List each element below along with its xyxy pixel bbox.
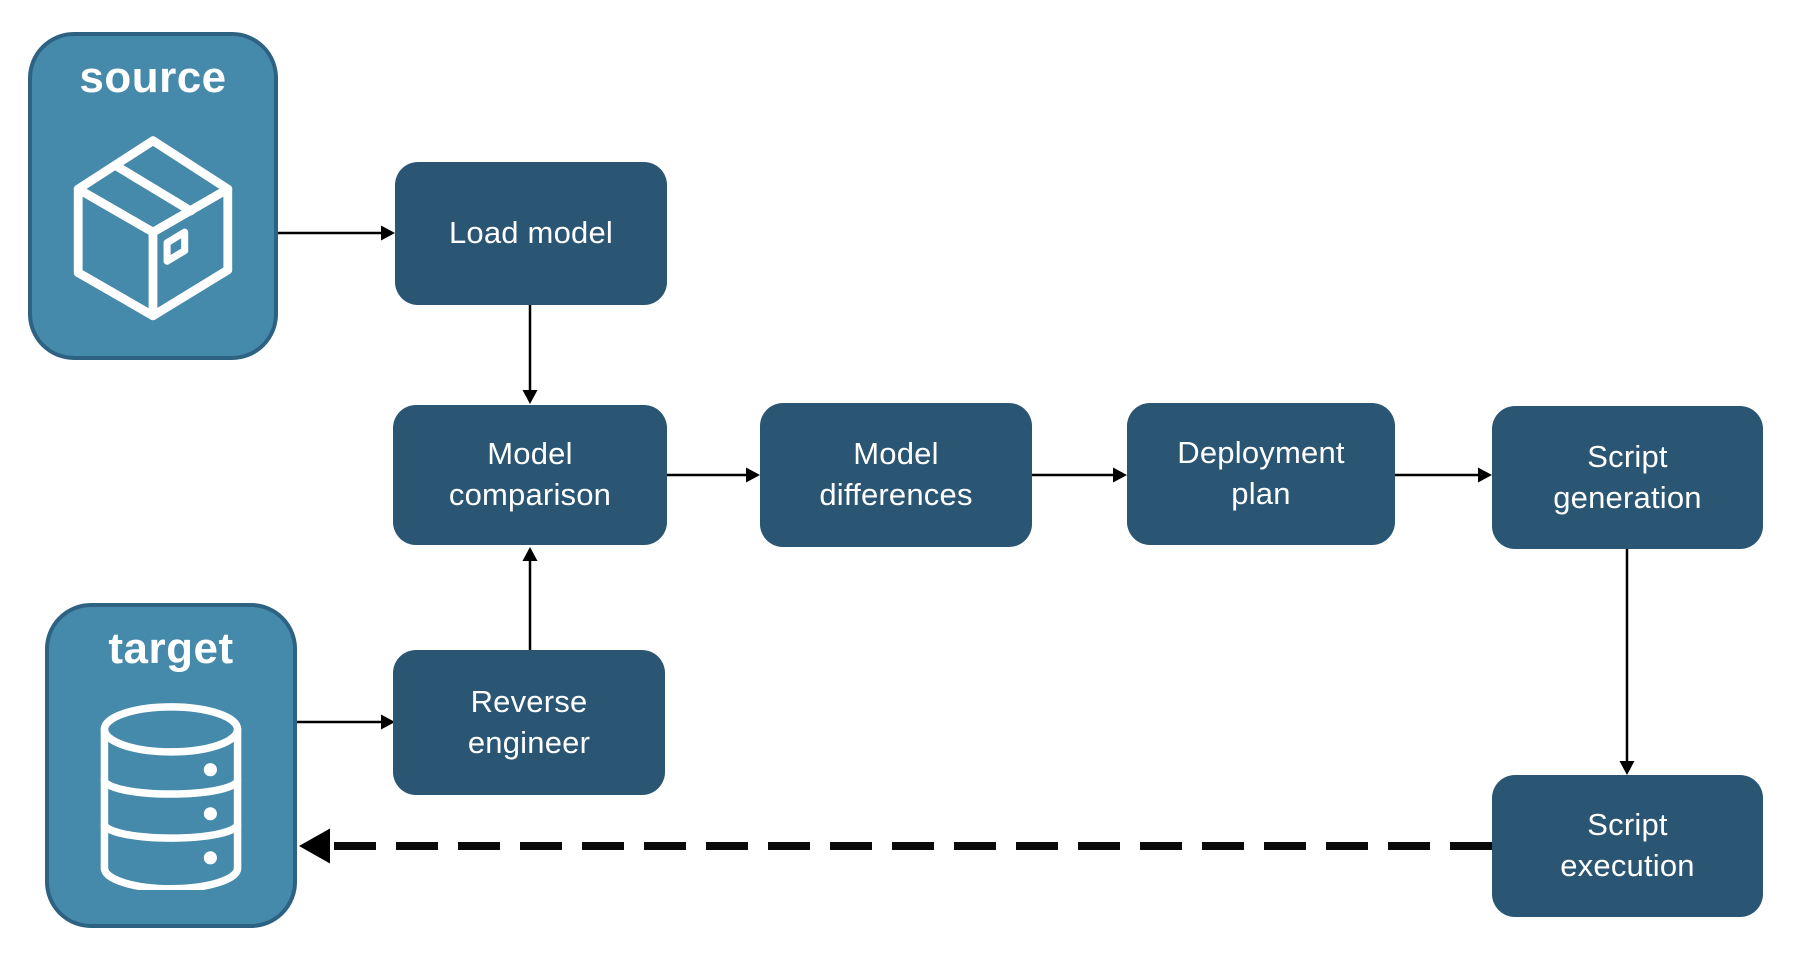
node-model-comparison: Model comparison [393,405,667,545]
node-load-model: Load model [395,162,667,305]
database-icon [100,702,242,890]
node-reverse-engineer: Reverse engineer [393,650,665,795]
arrow-model-differences-to-deployment-plan [1032,467,1127,483]
target-entity-label: target [108,624,234,673]
node-script-generation: Script generation [1492,406,1763,549]
node-script-execution: Script execution [1492,775,1763,917]
arrow-script-execution-to-target-dashed [299,828,1492,864]
arrow-target-to-reverse-engineer [297,714,395,730]
source-entity-label: source [79,53,227,102]
target-entity: target [45,603,297,928]
arrow-source-to-load-model [278,225,395,241]
arrow-script-generation-to-script-execution [1619,549,1635,775]
source-entity: source [28,32,278,360]
arrow-deployment-plan-to-script-generation [1395,467,1492,483]
arrow-reverse-engineer-to-model-comparison [522,547,538,650]
arrow-load-model-to-model-comparison [522,305,538,404]
package-icon [73,136,233,320]
node-deployment-plan: Deployment plan [1127,403,1395,545]
node-model-differences: Model differences [760,403,1032,547]
arrow-model-comparison-to-model-differences [667,467,760,483]
